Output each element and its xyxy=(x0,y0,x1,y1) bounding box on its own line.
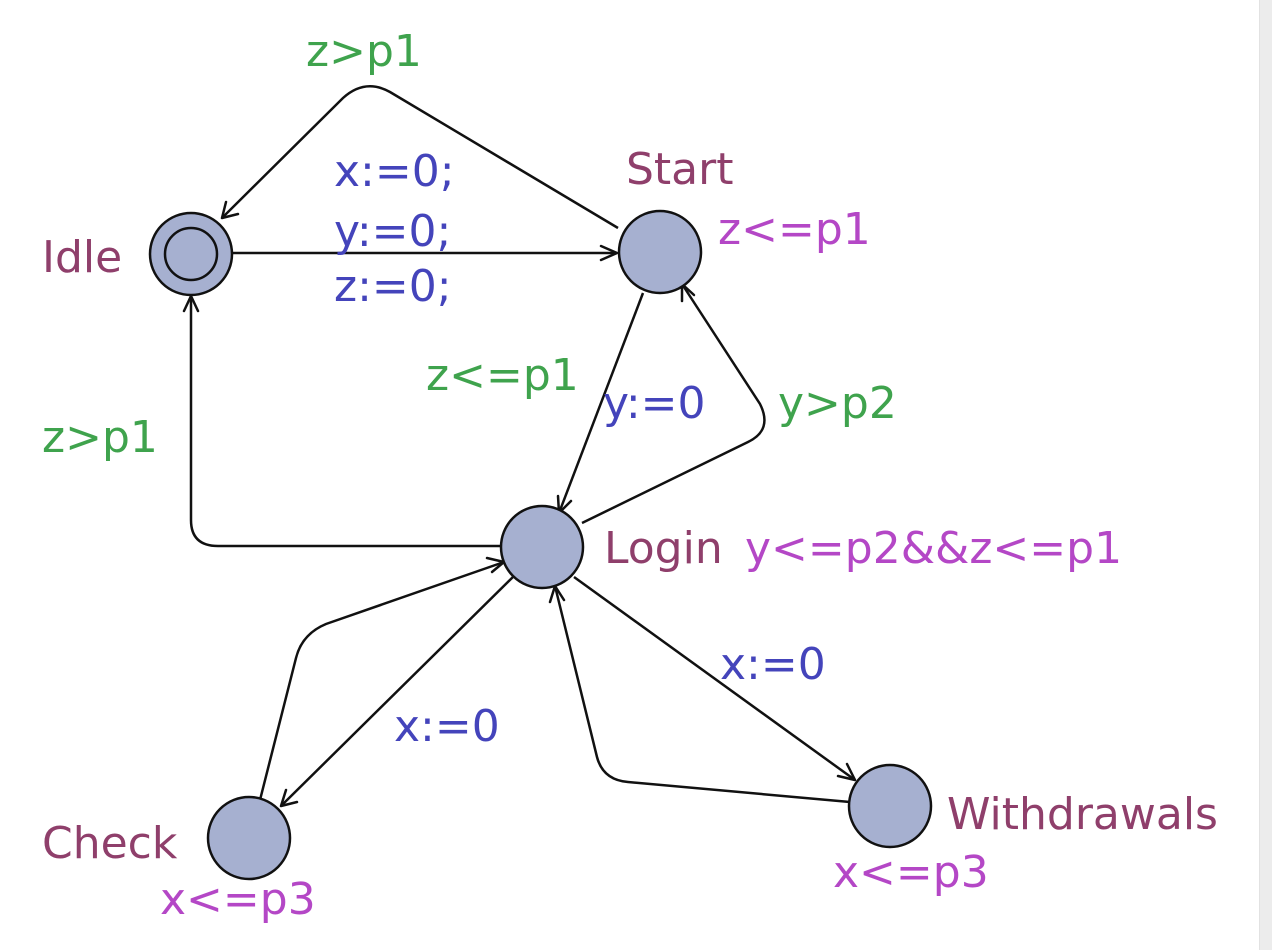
edge-start-to-idle[interactable] xyxy=(220,85,619,230)
guard-start-to-login: z<=p1 xyxy=(426,350,579,401)
location-name-start: Start xyxy=(626,144,734,195)
assign-idle-to-start-x: x:=0; xyxy=(334,146,455,197)
location-login[interactable] xyxy=(499,504,585,590)
initial-marker-icon xyxy=(163,226,219,282)
edge-login-to-check[interactable] xyxy=(279,573,517,808)
location-name-idle: Idle xyxy=(42,232,122,283)
invariant-check: x<=p3 xyxy=(160,874,316,925)
arrowhead-icon xyxy=(220,200,240,220)
location-idle[interactable] xyxy=(148,211,234,297)
invariant-start: z<=p1 xyxy=(718,204,871,255)
location-name-withdrawals: Withdrawals xyxy=(947,789,1218,840)
guard-start-to-idle: z>p1 xyxy=(306,26,422,77)
assign-idle-to-start-z: z:=0; xyxy=(334,261,452,312)
assign-login-to-withdrawals: x:=0 xyxy=(720,639,826,690)
location-withdrawals[interactable] xyxy=(847,763,933,849)
window-right-edge xyxy=(1259,0,1272,950)
invariant-withdrawals: x<=p3 xyxy=(833,847,989,898)
location-check[interactable] xyxy=(206,795,292,881)
location-start[interactable] xyxy=(617,209,703,295)
assign-idle-to-start-y: y:=0; xyxy=(334,206,451,257)
arrowhead-icon xyxy=(599,244,619,262)
assign-start-to-login: y:=0 xyxy=(603,378,706,429)
location-name-check: Check xyxy=(42,818,178,869)
invariant-login: y<=p2&&z<=p1 xyxy=(745,523,1122,574)
guard-login-to-idle: z>p1 xyxy=(42,412,158,463)
assign-login-to-check: x:=0 xyxy=(394,701,500,752)
edge-idle-to-start[interactable] xyxy=(232,244,619,262)
edge-withdrawals-to-login[interactable] xyxy=(548,584,851,804)
arrowhead-icon xyxy=(836,762,857,782)
edge-check-to-login[interactable] xyxy=(258,556,506,801)
location-name-login: Login xyxy=(604,523,723,574)
edge-login-to-withdrawals[interactable] xyxy=(573,575,857,782)
guard-login-to-start: y>p2 xyxy=(778,378,897,429)
arrowhead-icon xyxy=(279,788,299,808)
edge-login-to-idle[interactable] xyxy=(182,294,500,548)
